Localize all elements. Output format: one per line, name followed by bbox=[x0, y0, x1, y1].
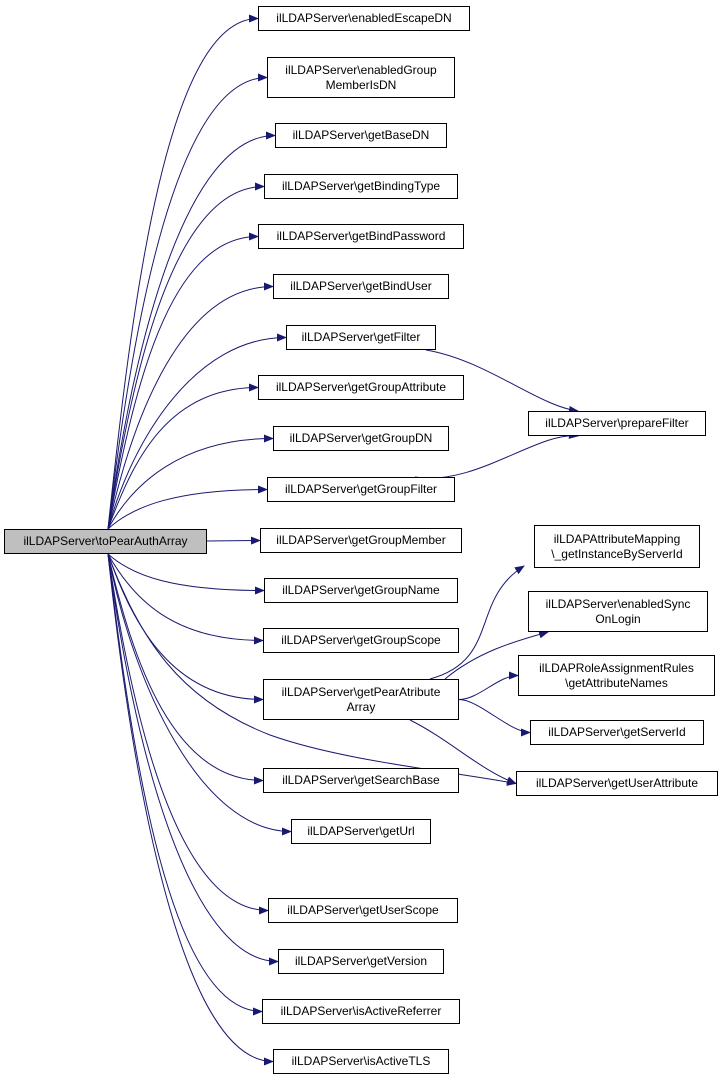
node-isactivereferrer[interactable]: ilLDAPServer\isActiveReferrer bbox=[262, 999, 460, 1024]
node-getgroupmember[interactable]: ilLDAPServer\getGroupMember bbox=[260, 528, 462, 553]
node-getuserattribute[interactable]: ilLDAPServer\getUserAttribute bbox=[516, 771, 718, 796]
node-enabledescapedn[interactable]: ilLDAPServer\enabledEscapeDN bbox=[258, 6, 470, 31]
node-getbinduser[interactable]: ilLDAPServer\getBindUser bbox=[273, 274, 449, 299]
edge-root-to-getSearchBase bbox=[107, 553, 264, 785]
edge-root-to-getGroupName bbox=[107, 553, 265, 595]
node-geturl[interactable]: ilLDAPServer\getUrl bbox=[291, 819, 431, 844]
edge-getPearAtributeArray-to-getAttributeNames bbox=[458, 671, 519, 700]
edge-root-to-isActiveTLS bbox=[107, 553, 274, 1066]
edge-root-to-enabledEscapeDN bbox=[107, 14, 259, 530]
edge-getFilter-to-prepareFilter bbox=[425, 349, 579, 414]
node-getattributenames[interactable]: ilLDAPRoleAssignmentRules \getAttributeN… bbox=[518, 655, 715, 696]
node-getfilter[interactable]: ilLDAPServer\getFilter bbox=[286, 325, 436, 350]
node-getpearatributearray[interactable]: ilLDAPServer\getPearAtribute Array bbox=[263, 679, 459, 720]
node-enabledgroupmemberisdn[interactable]: ilLDAPServer\enabledGroup MemberIsDN bbox=[267, 57, 455, 98]
edge-root-to-getGroupScope bbox=[107, 553, 264, 645]
node-getgroupdn[interactable]: ilLDAPServer\getGroupDN bbox=[273, 426, 449, 451]
edge-getPearAtributeArray-to-getServerId bbox=[458, 699, 531, 737]
node-getsearchbase[interactable]: ilLDAPServer\getSearchBase bbox=[263, 768, 459, 793]
node-getbindpassword[interactable]: ilLDAPServer\getBindPassword bbox=[258, 224, 464, 249]
node-root-topearautharray[interactable]: ilLDAPServer\toPearAuthArray bbox=[4, 529, 207, 554]
node-getgroupfilter[interactable]: ilLDAPServer\getGroupFilter bbox=[267, 477, 455, 502]
edge-root-to-getBindingType bbox=[107, 182, 265, 530]
node-getgroupname[interactable]: ilLDAPServer\getGroupName bbox=[264, 578, 458, 603]
node-getgroupattribute[interactable]: ilLDAPServer\getGroupAttribute bbox=[258, 375, 464, 400]
edge-root-to-enabledGroupMemberIsDN bbox=[107, 73, 268, 530]
edge-root-to-getGroupFilter bbox=[107, 485, 268, 530]
node-preparefilter[interactable]: ilLDAPServer\prepareFilter bbox=[528, 411, 706, 436]
edge-root-to-getUrl bbox=[107, 553, 292, 836]
node-getversion[interactable]: ilLDAPServer\getVersion bbox=[278, 949, 444, 974]
node-getinstancebyserverid[interactable]: ilLDAPAttributeMapping \_getInstanceBySe… bbox=[534, 525, 700, 568]
node-getbasedn[interactable]: ilLDAPServer\getBaseDN bbox=[275, 123, 447, 148]
edge-root-to-getVersion bbox=[107, 553, 279, 966]
edge-getPearAtributeArray-to-getInstanceByServerId bbox=[429, 565, 525, 680]
edge-root-to-getGroupAttribute bbox=[107, 383, 259, 530]
edge-root-to-getBaseDN bbox=[107, 131, 276, 530]
edge-root-to-getUserScope bbox=[107, 553, 269, 915]
edge-root-to-getBindPassword bbox=[107, 232, 259, 530]
node-getserverid[interactable]: ilLDAPServer\getServerId bbox=[530, 720, 704, 745]
node-isactivetls[interactable]: ilLDAPServer\isActiveTLS bbox=[273, 1049, 449, 1074]
edge-getPearAtributeArray-to-getUserAttribute bbox=[409, 719, 517, 785]
edge-root-to-getGroupMember bbox=[206, 536, 261, 545]
edge-root-to-isActiveReferrer bbox=[107, 553, 263, 1016]
edge-root-to-getGroupDN bbox=[107, 434, 274, 530]
node-getgroupscope[interactable]: ilLDAPServer\getGroupScope bbox=[263, 628, 459, 653]
node-getuserscope[interactable]: ilLDAPServer\getUserScope bbox=[268, 898, 458, 923]
node-enabledsynconlogin[interactable]: ilLDAPServer\enabledSync OnLogin bbox=[528, 591, 708, 632]
edge-root-to-getFilter bbox=[107, 333, 287, 530]
edge-getPearAtributeArray-to-enabledSyncOnLogin bbox=[444, 630, 549, 680]
edge-root-to-getBindUser bbox=[107, 282, 274, 530]
node-getbindingtype[interactable]: ilLDAPServer\getBindingType bbox=[264, 174, 458, 199]
